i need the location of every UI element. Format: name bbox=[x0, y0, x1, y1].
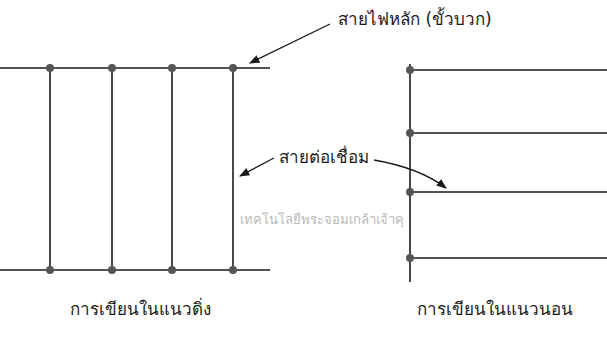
connecting-wire bbox=[410, 69, 607, 71]
connecting-wire bbox=[410, 257, 607, 259]
caption-label: การเขียนในแนวนอน bbox=[415, 298, 575, 320]
callout-label: สายต่อเชื่อม bbox=[277, 146, 371, 168]
junction-dot bbox=[46, 64, 54, 72]
junction-dots bbox=[46, 64, 237, 274]
watermark-text: เทคโนโลยีพระจอมเกล้าเจ้าคุ bbox=[238, 212, 406, 229]
horizontal-layout bbox=[410, 64, 607, 282]
junction-dot bbox=[46, 266, 54, 274]
vertical-layout bbox=[0, 68, 270, 270]
junction-dot bbox=[168, 64, 176, 72]
connecting-wire bbox=[49, 68, 51, 270]
junction-dot bbox=[229, 266, 237, 274]
junction-dot bbox=[108, 64, 116, 72]
connecting-wire bbox=[410, 132, 607, 134]
junction-dot bbox=[406, 188, 414, 196]
caption-label: การเขียนในแนวดิ่ง bbox=[68, 298, 213, 320]
connecting-wire bbox=[232, 68, 234, 270]
leader-arrow bbox=[240, 158, 274, 176]
leader-lines bbox=[240, 24, 446, 188]
junction-dot bbox=[406, 129, 414, 137]
junction-dot bbox=[406, 254, 414, 262]
callout-label: สายไฟหลัก (ขั้วบวก) bbox=[336, 8, 494, 30]
leader-arrow bbox=[374, 160, 446, 188]
junction-dot bbox=[168, 266, 176, 274]
junction-dot bbox=[229, 64, 237, 72]
connecting-wire bbox=[410, 191, 607, 193]
junction-dot bbox=[406, 66, 414, 74]
junction-dot bbox=[108, 266, 116, 274]
main-wire bbox=[409, 64, 411, 282]
junction-dots bbox=[406, 66, 414, 262]
connecting-wire bbox=[111, 68, 113, 270]
leader-arrow bbox=[250, 24, 330, 63]
connecting-wire bbox=[171, 68, 173, 270]
